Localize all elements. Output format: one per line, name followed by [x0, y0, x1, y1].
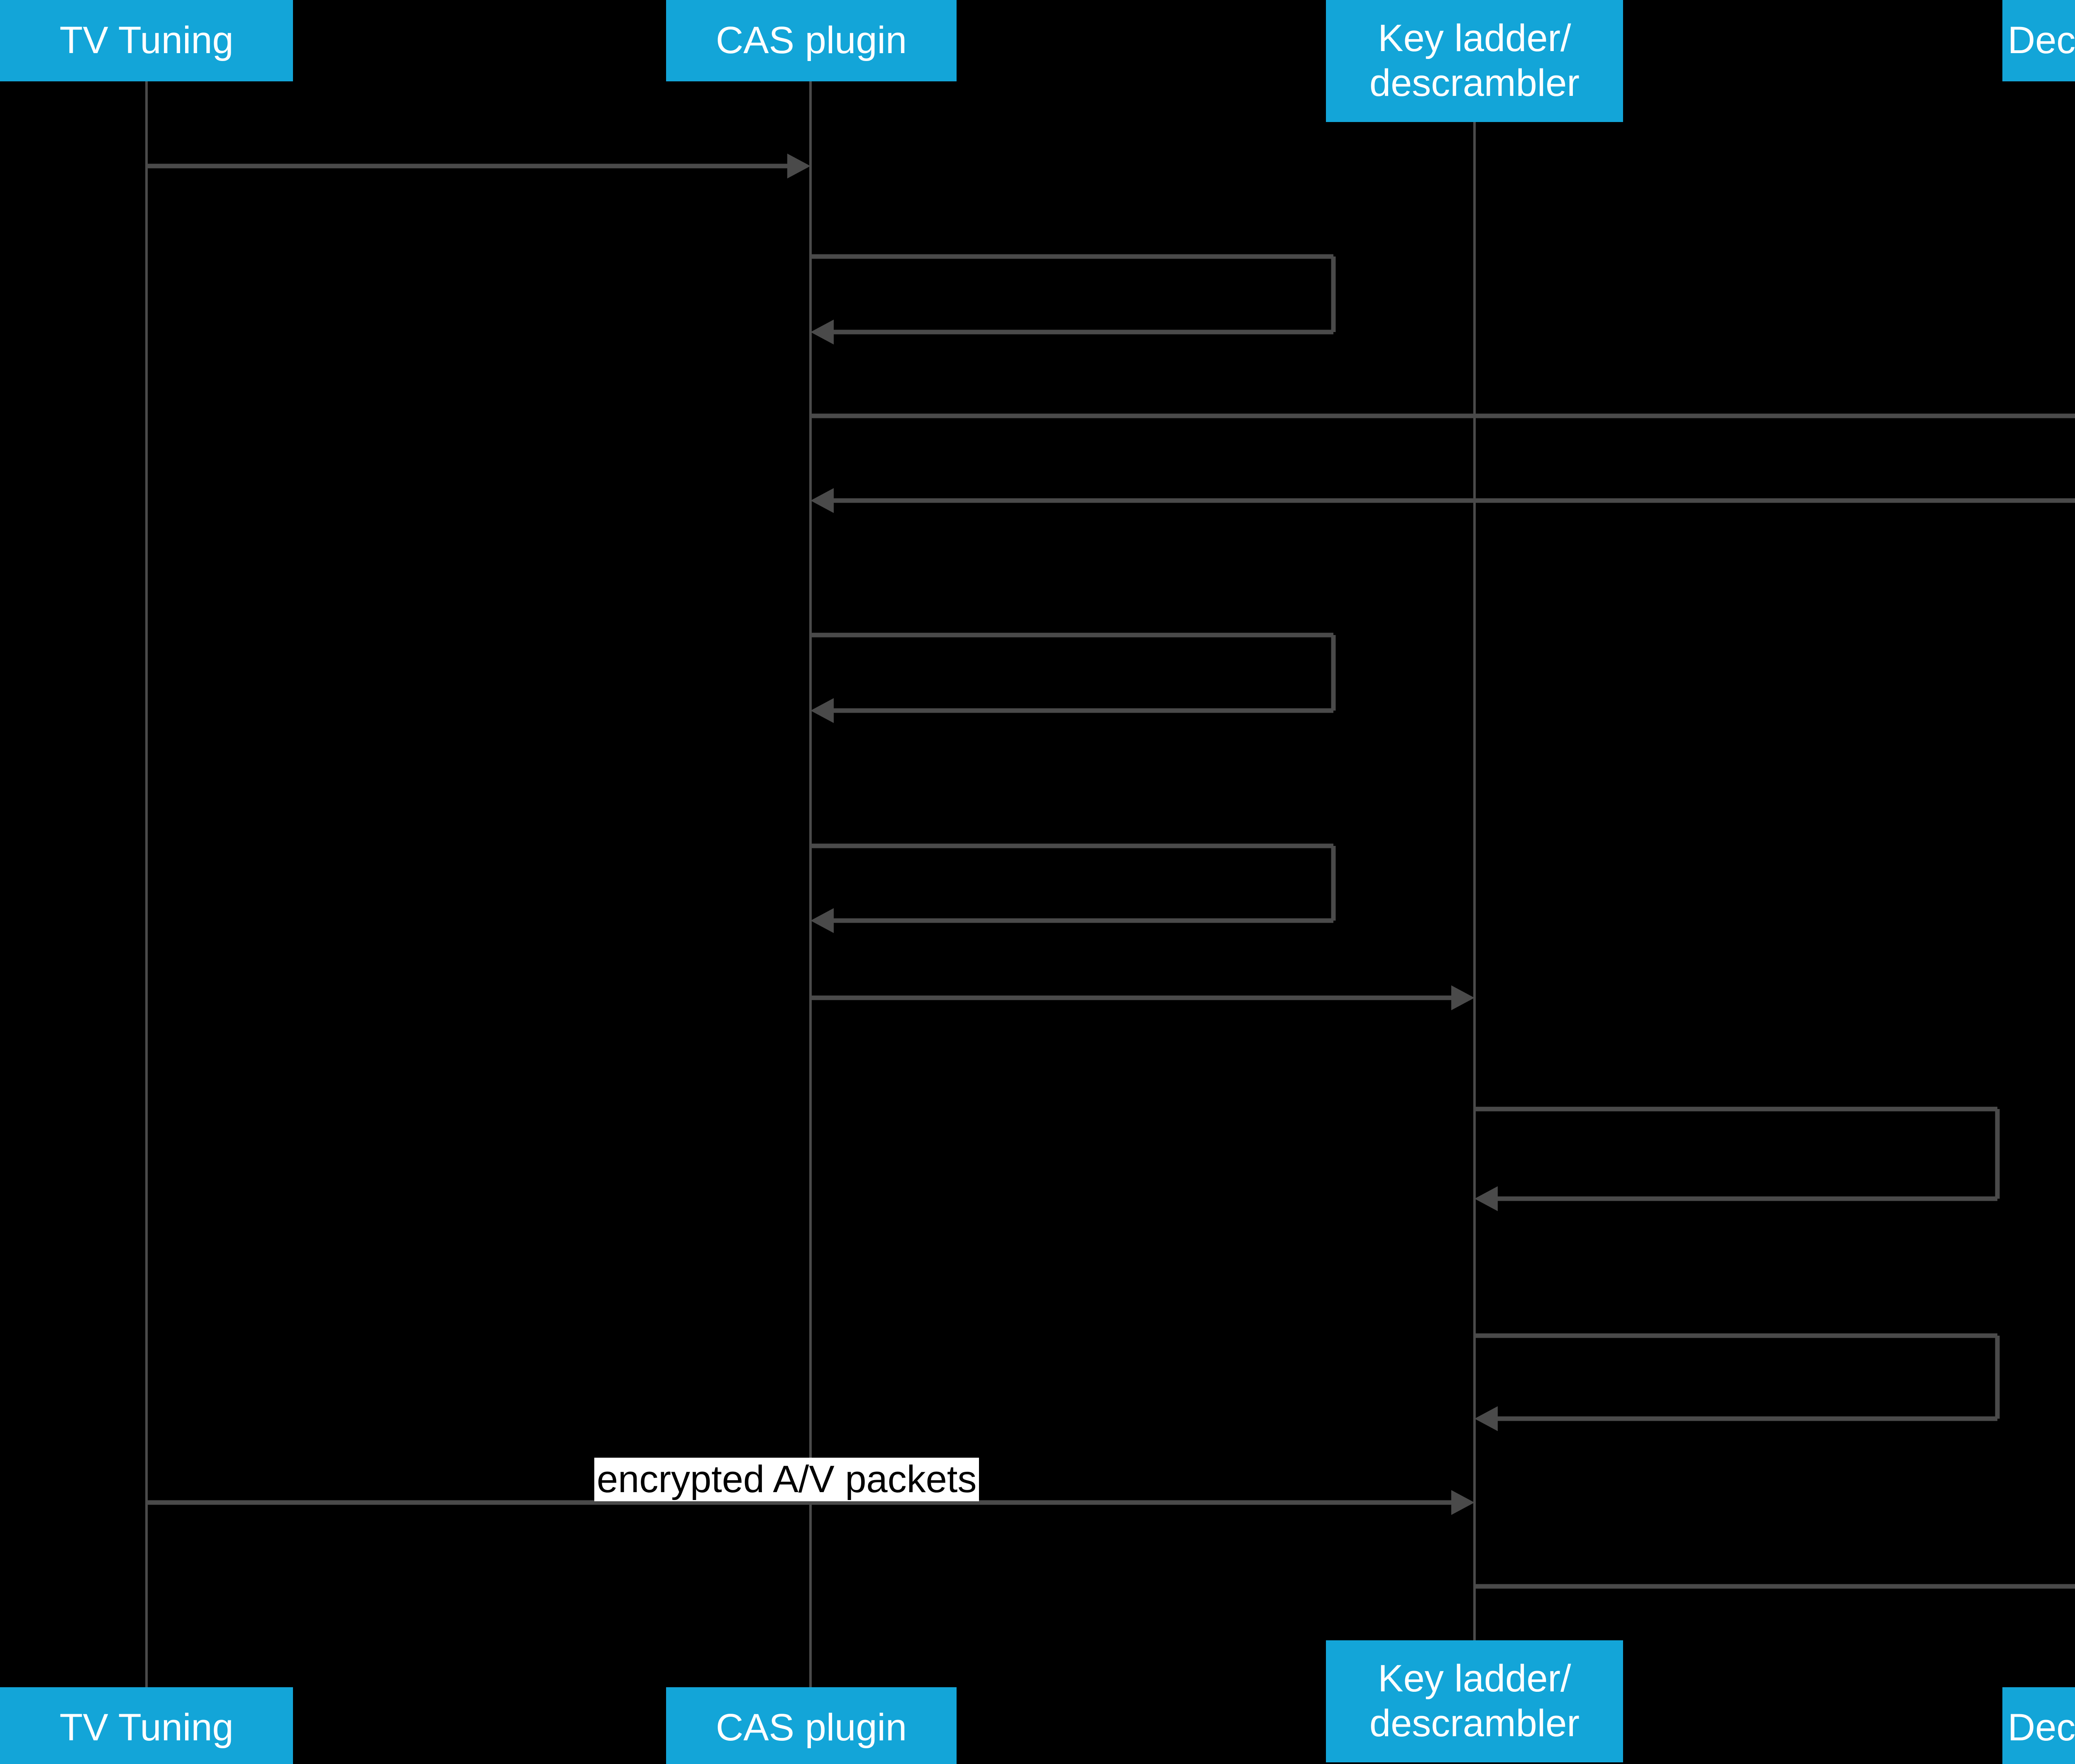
- participant-label: TV Tuning: [59, 1706, 234, 1749]
- participant-footer-cas-plugin[interactable]: CAS plugin: [666, 1687, 957, 1764]
- message-m6[interactable]: [810, 843, 1336, 933]
- message-m3[interactable]: [810, 403, 2075, 428]
- message-m1[interactable]: [146, 154, 810, 178]
- participant-header-tv-tuning[interactable]: TV Tuning: [0, 0, 293, 81]
- message-m9[interactable]: [1474, 1333, 2000, 1431]
- participant-label: CAS plugin: [715, 19, 907, 62]
- message-m11[interactable]: [1474, 1574, 2075, 1599]
- participant-label: TV Tuning: [59, 19, 234, 62]
- message-m7[interactable]: [810, 985, 1474, 1010]
- participant-header-key-ladder[interactable]: Key ladder/ descrambler: [1326, 0, 1623, 122]
- participant-label: Decode, display: [2007, 19, 2075, 62]
- message-m2[interactable]: [810, 254, 1336, 344]
- participant-header-decode-display[interactable]: Decode, display: [2002, 0, 2075, 81]
- message-label-m10: encrypted A/V packets: [594, 1458, 979, 1502]
- participant-footer-key-ladder[interactable]: Key ladder/ descrambler: [1326, 1640, 1623, 1762]
- participant-label: Key ladder/ descrambler: [1369, 1657, 1580, 1744]
- participant-label: Key ladder/ descrambler: [1369, 17, 1580, 104]
- participant-footer-tv-tuning[interactable]: TV Tuning: [0, 1687, 293, 1764]
- message-m4[interactable]: [810, 488, 2075, 513]
- participant-header-cas-plugin[interactable]: CAS plugin: [666, 0, 957, 81]
- participant-label: Decode, display: [2007, 1706, 2075, 1749]
- message-m8[interactable]: [1474, 1107, 2000, 1211]
- message-m5[interactable]: [810, 633, 1336, 723]
- message-m10[interactable]: [146, 1490, 1474, 1515]
- participant-footer-decode-display[interactable]: Decode, display: [2002, 1687, 2075, 1764]
- participant-label: CAS plugin: [715, 1706, 907, 1749]
